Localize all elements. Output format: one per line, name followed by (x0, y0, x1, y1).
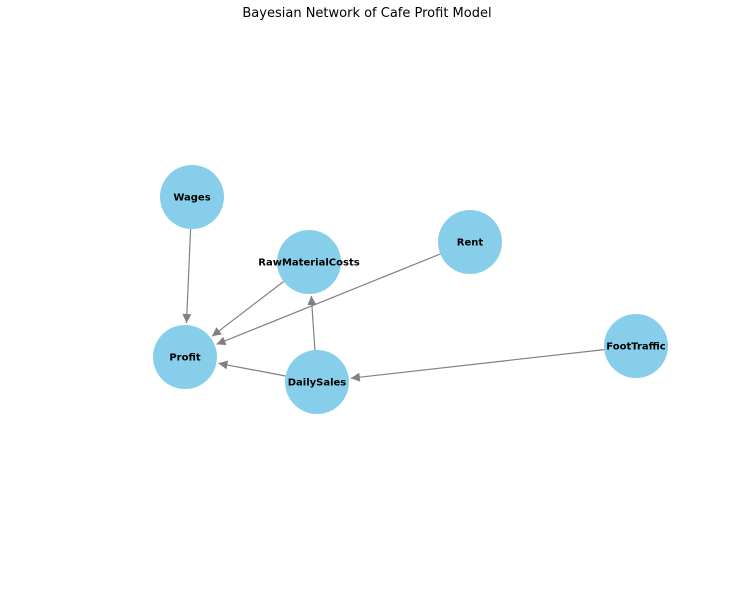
node-circle-raw-material-costs (277, 230, 341, 294)
node-label-wages: Wages (173, 193, 210, 204)
node-wages: Wages (160, 165, 224, 229)
edge-raw-material-costs-to-profit (211, 281, 284, 337)
node-label-foot-traffic: FootTraffic (606, 342, 666, 353)
node-foot-traffic: FootTraffic (604, 314, 668, 378)
node-label-rent: Rent (457, 238, 484, 249)
edge-foot-traffic-to-daily-sales (350, 349, 605, 382)
edge-rent-to-profit (216, 253, 441, 346)
node-label-daily-sales: DailySales (288, 378, 347, 389)
node-circle-foot-traffic (604, 314, 668, 378)
edge-daily-sales-to-profit (218, 360, 286, 377)
node-daily-sales: DailySales (285, 350, 349, 414)
node-circle-rent (438, 210, 502, 274)
node-rent: Rent (438, 210, 502, 274)
node-circle-profit (153, 325, 217, 389)
node-raw-material-costs: RawMaterialCosts (258, 230, 360, 294)
node-label-profit: Profit (169, 353, 201, 364)
node-circle-wages (160, 165, 224, 229)
node-label-raw-material-costs: RawMaterialCosts (258, 258, 359, 269)
figure-title: Bayesian Network of Cafe Profit Model (242, 6, 492, 21)
node-circle-daily-sales (285, 350, 349, 414)
node-profit: Profit (153, 325, 217, 389)
edge-wages-to-profit (182, 228, 192, 324)
edge-daily-sales-to-raw-material-costs (307, 295, 317, 351)
edges-layer (182, 228, 605, 382)
